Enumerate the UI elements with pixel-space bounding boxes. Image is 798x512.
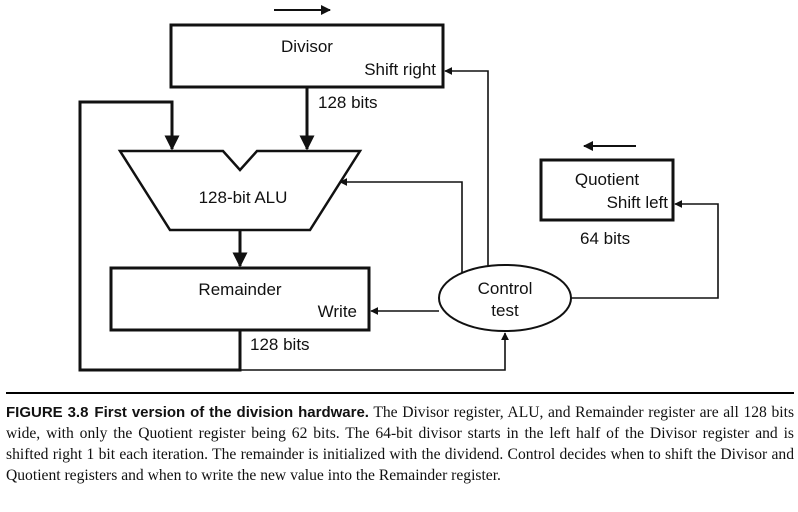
control-label-line2: test bbox=[491, 301, 519, 320]
remainder-feedback-wire bbox=[78, 100, 242, 372]
figure-caption-body: The Divisor register, ALU, and Remainder… bbox=[6, 404, 795, 484]
quotient-action: Shift left bbox=[607, 193, 669, 212]
remainder-name: Remainder bbox=[198, 280, 281, 299]
control-test: Control test bbox=[438, 264, 572, 332]
quotient-width-label: 64 bits bbox=[580, 229, 630, 248]
control-to-alu-wire bbox=[339, 178, 463, 273]
control-to-divisor-wire bbox=[444, 67, 489, 266]
quotient-name: Quotient bbox=[575, 170, 640, 189]
control-label-line1: Control bbox=[478, 279, 533, 298]
quotient-register: Quotient Shift left bbox=[539, 158, 675, 222]
division-hardware-diagram: Divisor Shift right 128 bits 128-bit ALU… bbox=[78, 5, 719, 372]
remainder-width-label: 128 bits bbox=[250, 335, 310, 354]
figure-label: FIGURE 3.8 bbox=[6, 404, 89, 421]
figure-title: First version of the division hardware. bbox=[94, 404, 369, 421]
divisor-register: Divisor Shift right bbox=[169, 23, 445, 89]
remainder-to-control-wire bbox=[240, 332, 509, 371]
figure-caption: FIGURE 3.8 First version of the division … bbox=[6, 392, 794, 486]
remainder-action: Write bbox=[318, 302, 357, 321]
control-to-quotient-wire bbox=[571, 200, 719, 299]
remainder-register: Remainder Write bbox=[109, 266, 371, 332]
divisor-width-label: 128 bits bbox=[318, 93, 378, 112]
alu-label: 128-bit ALU bbox=[199, 188, 288, 207]
divisor-name: Divisor bbox=[281, 37, 333, 56]
alu: 128-bit ALU bbox=[117, 149, 363, 232]
divisor-action: Shift right bbox=[364, 60, 436, 79]
